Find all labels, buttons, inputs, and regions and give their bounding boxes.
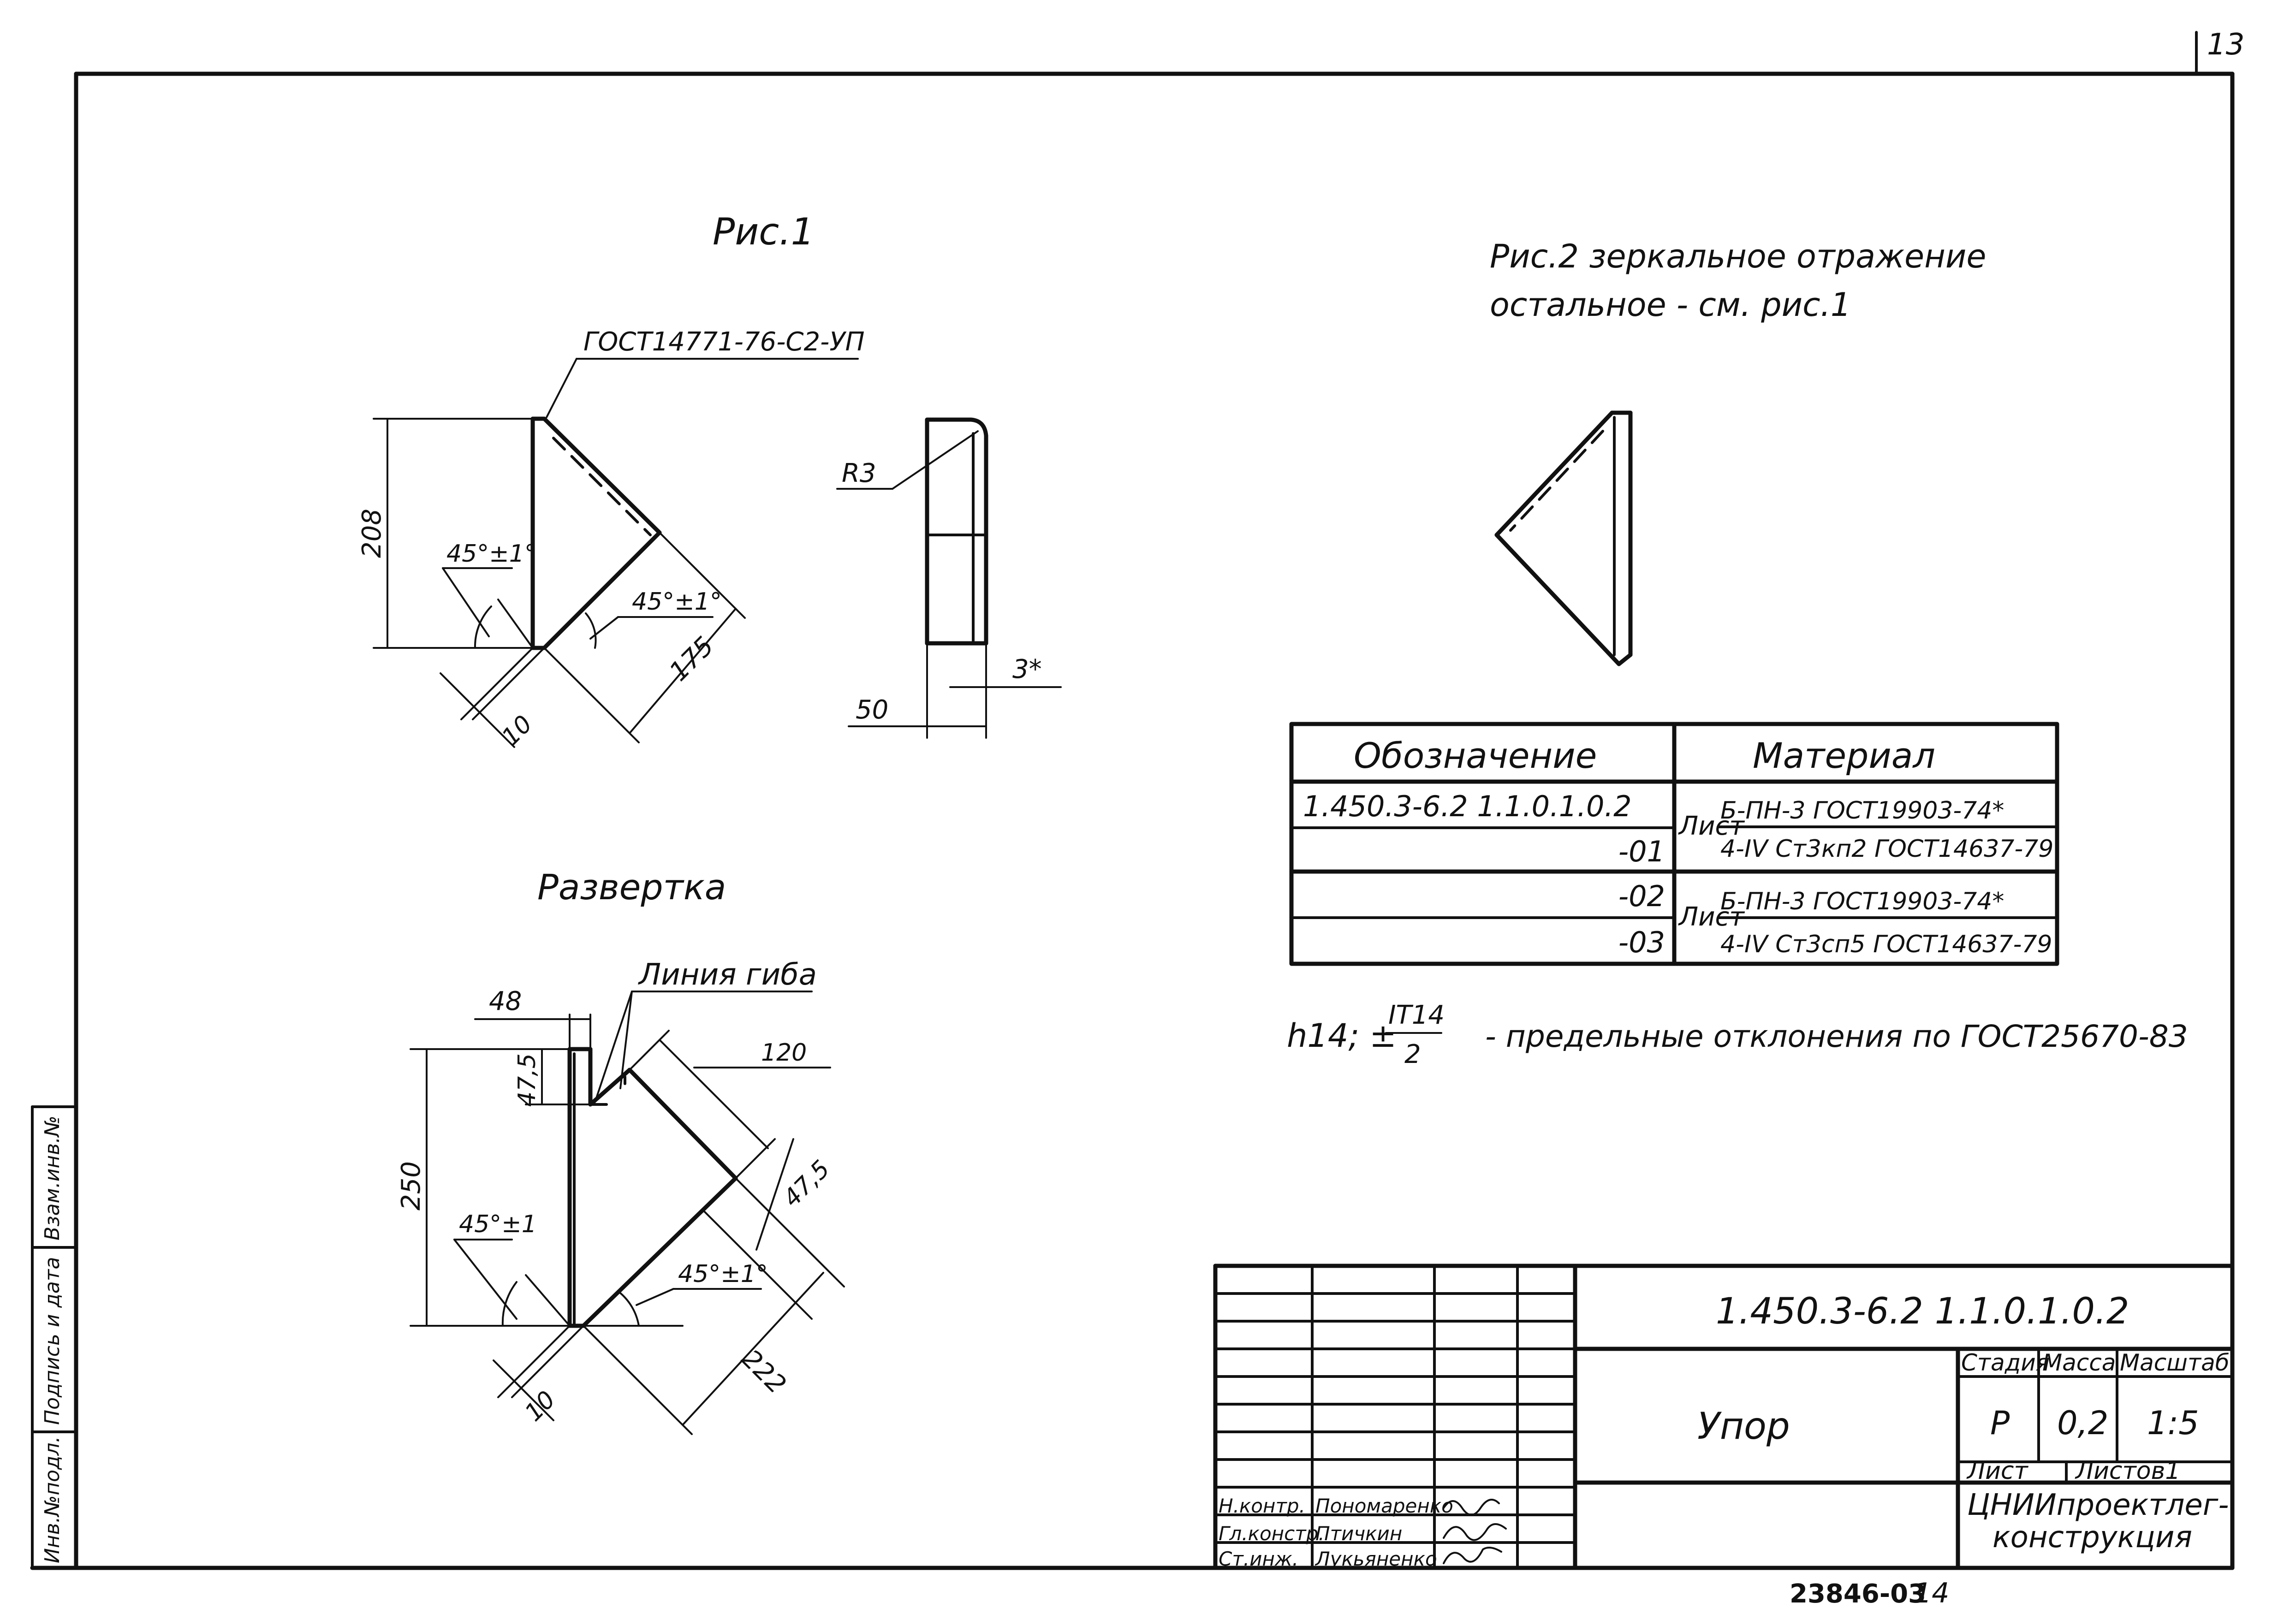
unfold-angle-right — [617, 1288, 762, 1327]
title-block-sheets-label: Листов1 — [2075, 1457, 2180, 1485]
fig1-dim-width — [848, 645, 987, 739]
tolerance-text: - предельные отклонения по ГОСТ25670-83 — [1485, 1019, 2188, 1054]
fig1-dim-small-text: 10 — [497, 710, 538, 751]
sheet-number-top: 13 — [2207, 28, 2244, 62]
unfold-dim-47-5-diag — [702, 1138, 845, 1320]
fig1-angle-left-text: 45°±1° — [446, 540, 536, 568]
tolerance-frac-den: 2 — [1404, 1039, 1421, 1069]
fig1-title: Рис.1 — [713, 210, 815, 253]
tolerance-prefix: h14; ± — [1287, 1017, 1397, 1055]
bottom-code: 23846-03 — [1790, 1579, 1926, 1609]
fig1-dim-diag-text: 175 — [664, 631, 720, 687]
unfold-title: Развертка — [537, 866, 726, 908]
material-table-row-designation: 1.450.3-6.2 1.1.0.1.0.2 — [1303, 789, 1632, 823]
signer-role: Н.контр. — [1219, 1495, 1305, 1517]
side-stamp — [31, 1105, 77, 1569]
sheet-frame — [30, 31, 2235, 1570]
material-group-prefix: Лист — [1678, 811, 1745, 841]
material-table-header-material: Материал — [1753, 735, 1935, 776]
side-stamp-inv-orig: Инв.№подл. — [41, 1436, 64, 1563]
material-group-numerator: Б-ПН-3 ГОСТ19903-74* — [1720, 797, 2004, 825]
title-block-designation: 1.450.3-6.2 1.1.0.1.0.2 — [1716, 1291, 2129, 1332]
fig1-side-view — [925, 417, 988, 646]
title-block-mass-header: Масса — [2042, 1349, 2116, 1376]
material-table-header-designation: Обозначение — [1354, 735, 1597, 776]
fig1-radius-text: R3 — [842, 458, 876, 488]
title-block-stage-header: Стадия — [1961, 1349, 2050, 1376]
material-group-denominator: 4-IV Ст3сп5 ГОСТ14637-79 — [1720, 931, 2052, 958]
unfold-dim-10 — [493, 1325, 584, 1421]
bottom-page: 14 — [1914, 1577, 1949, 1609]
signer-name: Пономаренко — [1315, 1495, 1453, 1517]
signature-marks — [1443, 1499, 1507, 1564]
unfold-part-outline — [567, 1047, 738, 1328]
unfold-angle-left-text: 45°±1 — [459, 1211, 537, 1238]
fig1-dim-thickness-text: 3* — [1012, 654, 1042, 684]
title-block-scale: 1:5 — [2147, 1404, 2199, 1442]
unfold-bend-line-label: Линия гиба — [638, 958, 817, 992]
fig1-gost-leader — [546, 358, 859, 418]
fig2-caption-line1: Рис.2 зеркальное отражение — [1490, 237, 1986, 275]
fig2-part-outline — [1494, 410, 1633, 666]
fig2-caption-line2: остальное - см. рис.1 — [1490, 286, 1851, 324]
title-block-org-line2: конструкция — [1993, 1520, 2192, 1555]
material-table-row-designation: -02 — [1618, 879, 1665, 913]
fig1-part-outline — [530, 416, 662, 650]
fig1-angle-right — [585, 612, 714, 649]
unfold-angle-right-text: 45°±1° — [678, 1260, 768, 1288]
unfold-dim-47-5-top-text: 47,5 — [513, 1053, 541, 1107]
unfold-dim-120-text: 120 — [761, 1039, 807, 1067]
unfold-dim-222 — [583, 1272, 824, 1435]
material-group-numerator: Б-ПН-3 ГОСТ19903-74* — [1720, 888, 2004, 915]
signer-role: Гл.констр. — [1219, 1522, 1325, 1545]
fig1-angle-right-text: 45°±1° — [632, 588, 722, 616]
signer-role: Ст.инж. — [1219, 1548, 1298, 1570]
fig1-radius-callout — [836, 430, 979, 490]
unfold-dim-47-5-diag-text: 47,5 — [778, 1155, 835, 1212]
unfold-dim-48 — [474, 1014, 591, 1048]
unfold-bend-leaders — [594, 991, 813, 1103]
material-group-prefix: Лист — [1678, 902, 1745, 932]
title-block-grid — [1213, 1264, 2235, 1570]
title-block-mass: 0,2 — [2057, 1404, 2108, 1442]
fig1-gost-callout: ГОСТ14771-76-С2-УП — [583, 327, 865, 357]
unfold-dim-48-text: 48 — [489, 986, 522, 1016]
title-block-org-line1: ЦНИИпроектлег- — [1967, 1488, 2229, 1522]
signer-name: Птичкин — [1315, 1522, 1402, 1545]
material-group-denominator: 4-IV Ст3кп2 ГОСТ14637-79 — [1720, 835, 2053, 863]
signer-name: Лукьяненко — [1315, 1548, 1437, 1570]
material-table-row-designation: -01 — [1618, 835, 1665, 868]
fig1-dim-height — [373, 418, 531, 649]
title-block-sheet-label: Лист — [1966, 1457, 2028, 1485]
title-block-stage: Р — [1990, 1404, 2010, 1442]
title-block-scale-header: Масштаб — [2120, 1349, 2230, 1376]
material-table-grid — [1289, 722, 2059, 966]
tolerance-frac-num: IT14 — [1388, 1000, 1445, 1030]
unfold-dim-120 — [629, 1030, 831, 1179]
material-table-row-designation: -03 — [1618, 926, 1665, 959]
unfold-dim-250-text: 250 — [396, 1161, 426, 1211]
fig1-dim-small — [440, 647, 545, 748]
side-stamp-sign-date: Подпись и дата — [41, 1257, 64, 1425]
unfold-dim-222-text: 222 — [736, 1344, 792, 1400]
title-block-name: Упор — [1697, 1405, 1790, 1448]
side-stamp-inv-replace: Взам.инв.№ — [41, 1116, 64, 1240]
fig1-angle-left — [442, 567, 534, 649]
fig1-dim-height-text: 208 — [357, 509, 387, 558]
fig1-dim-width-text: 50 — [856, 695, 888, 725]
unfold-angle-left — [453, 1239, 684, 1327]
fig1-dim-diag — [543, 532, 746, 743]
